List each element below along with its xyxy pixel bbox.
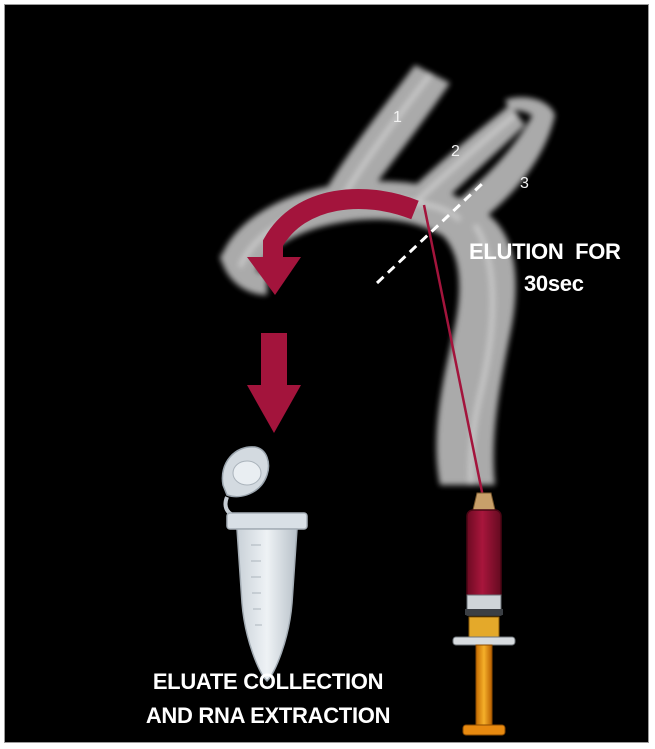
vessel-label-1: 1 <box>393 109 402 127</box>
vessel-label-3: 3 <box>520 175 529 193</box>
down-arrow-icon <box>247 333 301 433</box>
elution-line-1: ELUTION FOR <box>469 239 649 265</box>
syringe-icon <box>453 493 515 735</box>
aorta-illustration <box>5 5 649 743</box>
collection-line-2: AND RNA EXTRACTION <box>93 699 443 733</box>
elution-line-2: 30sec <box>524 271 649 297</box>
collection-line-1: ELUATE COLLECTION <box>93 665 443 699</box>
figure-panel: 1 2 3 ELUTION FOR 30sec ELUATE COLLECTIO… <box>4 4 649 743</box>
microtube-icon <box>222 447 307 681</box>
collection-label: ELUATE COLLECTION AND RNA EXTRACTION <box>93 665 443 733</box>
elution-label: ELUTION FOR 30sec <box>469 239 649 297</box>
vessel-label-2: 2 <box>451 143 460 161</box>
